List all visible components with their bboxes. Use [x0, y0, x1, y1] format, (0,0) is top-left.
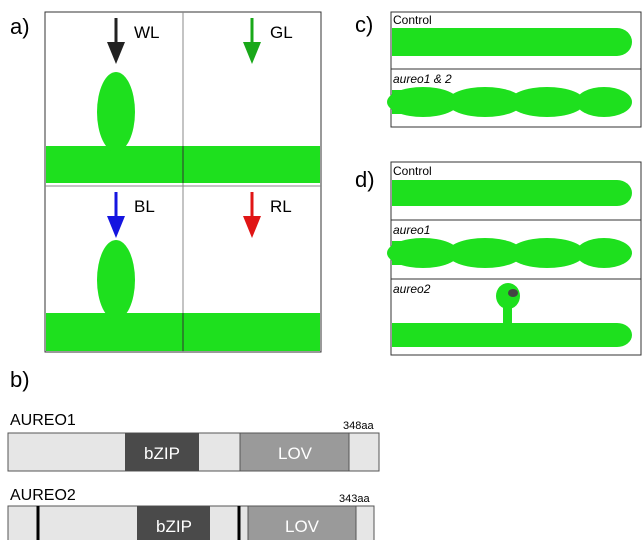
d-sphere-dot — [508, 289, 518, 297]
protein-1-bzip — [125, 433, 199, 471]
d-bead-1 — [387, 238, 459, 268]
d-row-2-label: aureo1 — [393, 223, 430, 237]
protein-1-length: 348aa — [343, 420, 374, 432]
panel-b-label: b) — [10, 367, 30, 392]
arrow-gl-icon — [243, 18, 261, 64]
c-row-1-label: Control — [393, 13, 432, 27]
protein-2-lov — [247, 505, 357, 540]
d-row-1-label: Control — [393, 164, 432, 178]
panel-a-label: a) — [10, 14, 30, 39]
c-bead-2 — [447, 87, 523, 117]
protein-1-lov — [239, 432, 350, 472]
branch-wl — [97, 72, 135, 152]
panel-d-label: d) — [355, 167, 375, 192]
label-gl: GL — [270, 23, 293, 42]
protein-1-bzip-label: bZIP — [144, 444, 180, 463]
d-aureo2-filament — [392, 323, 632, 347]
protein-2-bzip-label: bZIP — [156, 517, 192, 536]
d-stalk — [503, 300, 512, 324]
protein-2-bar — [7, 505, 375, 540]
arrow-wl-icon — [107, 18, 125, 64]
branch-bl — [97, 240, 135, 320]
protein-2-length: 343aa — [339, 493, 370, 505]
label-wl: WL — [134, 23, 160, 42]
protein-1-bar — [7, 432, 380, 472]
arrow-rl-icon — [243, 192, 261, 238]
arrow-bl-icon — [107, 192, 125, 238]
panel-a-box: WL GL BL RL — [44, 11, 322, 353]
d-bead-3 — [509, 238, 585, 268]
c-row-2-label: aureo1 & 2 — [393, 72, 452, 86]
panel-c-box — [387, 11, 642, 128]
d-bead-2 — [447, 238, 523, 268]
protein-2-name: AUREO2 — [10, 487, 76, 504]
protein-2-bzip — [137, 506, 210, 540]
c-bead-4 — [576, 87, 632, 117]
panel-c-label: c) — [355, 12, 373, 37]
c-bead-3 — [509, 87, 585, 117]
label-rl: RL — [270, 197, 292, 216]
d-sphere — [496, 283, 520, 309]
d-control-filament — [392, 180, 632, 206]
d-bead-4 — [576, 238, 632, 268]
label-bl: BL — [134, 197, 155, 216]
protein-1-lov-label: LOV — [278, 444, 313, 463]
c-bead-1 — [387, 87, 459, 117]
protein-1-name: AUREO1 — [10, 412, 76, 429]
protein-2-lov-label: LOV — [285, 517, 320, 536]
d-row-3-label: aureo2 — [393, 282, 431, 296]
panel-d-box — [387, 161, 642, 356]
c-control-filament — [392, 28, 632, 56]
